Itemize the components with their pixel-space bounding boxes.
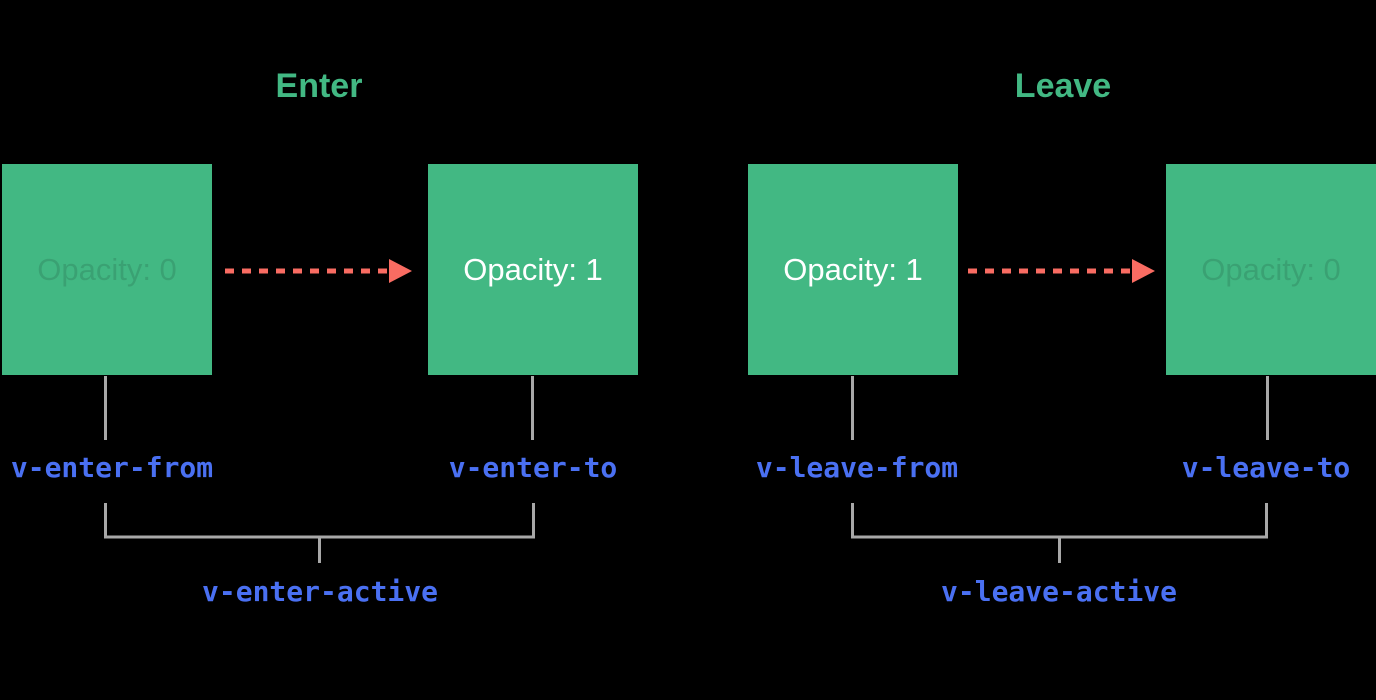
leave-section-title: Leave xyxy=(1014,67,1112,105)
enter-from-opacity-label: Opacity: 0 xyxy=(37,251,177,287)
v-leave-from-label: v-leave-from xyxy=(755,451,959,484)
leave-transition-arrow-icon xyxy=(968,259,1155,283)
leave-from-box: Opacity: 1 xyxy=(748,164,958,375)
v-leave-to-label: v-leave-to xyxy=(1181,451,1351,484)
v-leave-active-label: v-leave-active xyxy=(940,575,1178,608)
enter-from-connector-line xyxy=(104,376,107,440)
enter-transition-arrow-icon xyxy=(225,259,412,283)
v-enter-from-label: v-enter-from xyxy=(10,451,214,484)
leave-active-bracket xyxy=(851,503,1268,563)
leave-to-connector-line xyxy=(1266,376,1269,440)
v-enter-active-label: v-enter-active xyxy=(201,575,439,608)
enter-to-box: Opacity: 1 xyxy=(428,164,638,375)
leave-from-opacity-label: Opacity: 1 xyxy=(783,251,923,287)
enter-to-opacity-label: Opacity: 1 xyxy=(463,251,603,287)
v-enter-to-label: v-enter-to xyxy=(448,451,618,484)
enter-active-bracket xyxy=(104,503,535,563)
enter-to-connector-line xyxy=(531,376,534,440)
enter-from-box: Opacity: 0 xyxy=(2,164,212,375)
enter-section-title: Enter xyxy=(275,67,363,105)
leave-from-connector-line xyxy=(851,376,854,440)
leave-to-opacity-label: Opacity: 0 xyxy=(1201,251,1341,287)
leave-to-box: Opacity: 0 xyxy=(1166,164,1376,375)
